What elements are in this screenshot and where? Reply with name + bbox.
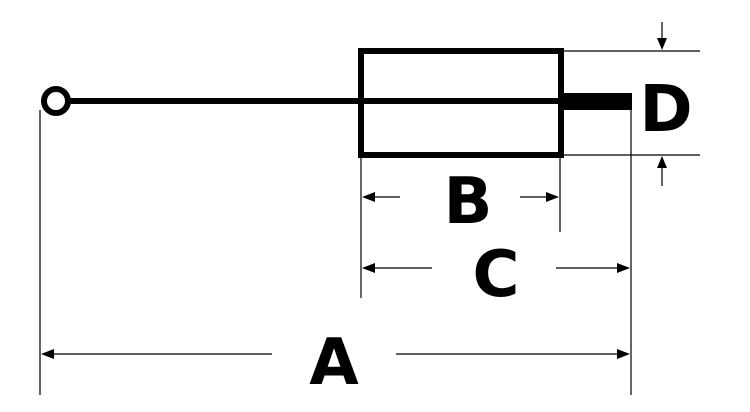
arrow-a-right (617, 349, 630, 359)
rod-assembly (41, 48, 632, 158)
dimension-a (41, 349, 630, 359)
arrow-b-left (362, 192, 375, 202)
label-a: A (309, 326, 359, 400)
arrow-d-top (657, 38, 667, 50)
dimension-c (362, 263, 630, 273)
arrow-b-right (546, 192, 559, 202)
label-d: D (639, 73, 692, 147)
arrow-a-left (41, 349, 54, 359)
label-b: B (444, 165, 493, 239)
arrow-d-bottom (657, 156, 667, 168)
extension-lines (39, 50, 700, 395)
dimension-b (362, 192, 559, 202)
rod-eye (41, 86, 71, 116)
label-c: C (473, 238, 520, 312)
arrow-c-right (617, 263, 630, 273)
dimension-d (657, 22, 667, 186)
end-fitting (560, 93, 632, 110)
arrow-c-left (362, 263, 375, 273)
